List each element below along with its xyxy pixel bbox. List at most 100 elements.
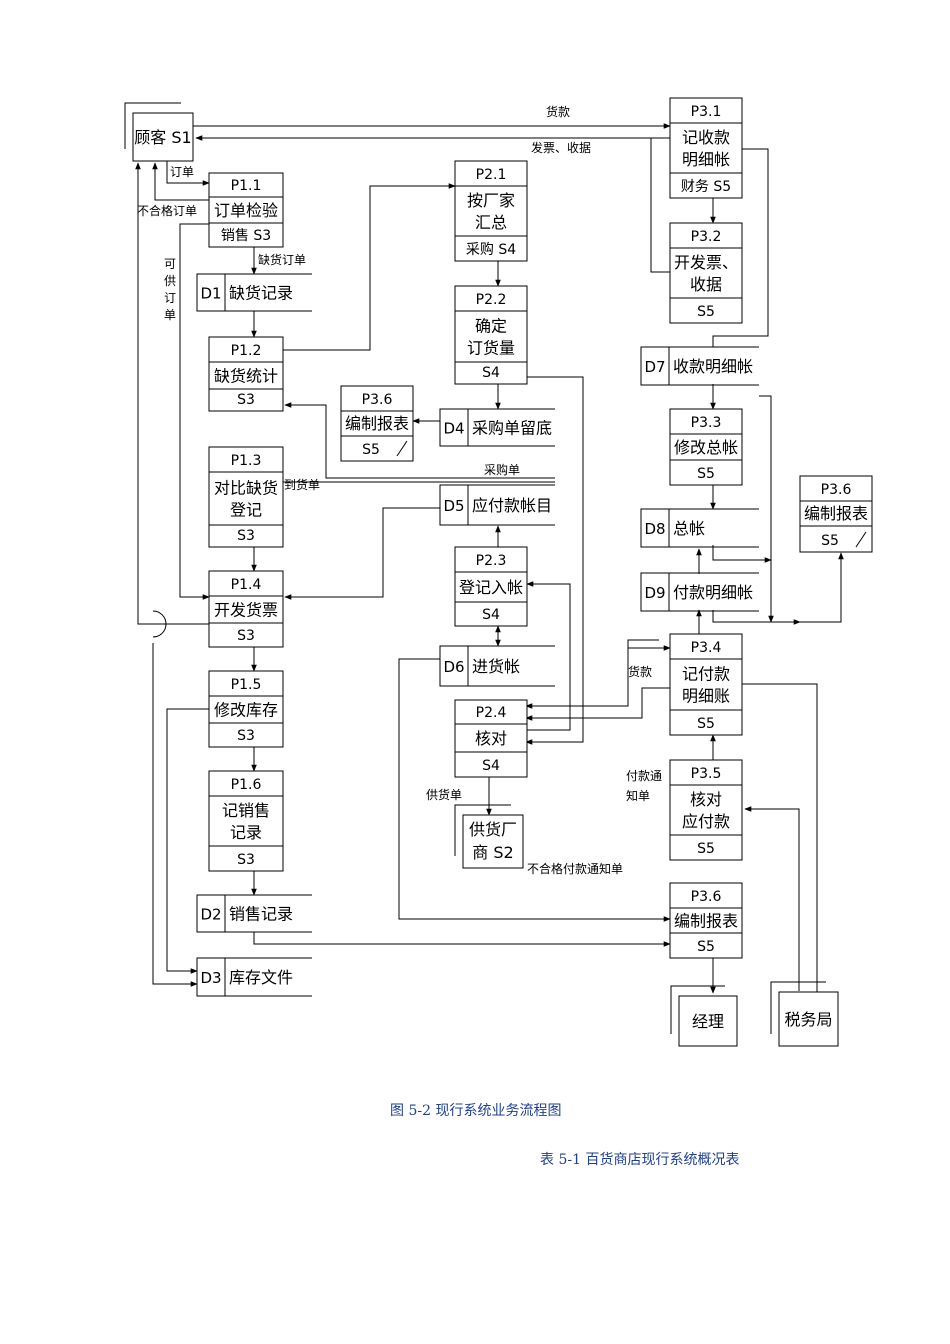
process-owner: S5 [821, 533, 839, 549]
process-name-line: 收据 [690, 275, 722, 294]
process-id: P3.3 [691, 415, 722, 431]
flow-available-orders [179, 223, 210, 600]
process-name-line: 对比缺货 [214, 479, 278, 498]
store-name: 库存文件 [229, 968, 293, 987]
store-outline [196, 957, 312, 997]
flow-order [166, 160, 210, 186]
process-name-line: 编制报表 [345, 414, 409, 433]
label-invoice: 发票、收据 [531, 140, 591, 155]
store-name: 采购单留底 [472, 419, 552, 438]
label-rejected-notice: 不合格付款通知单 [527, 861, 623, 876]
flow-hop [152, 610, 167, 638]
process-box [669, 222, 743, 324]
label-available-4: 单 [164, 308, 176, 322]
process-name-line: 核对 [690, 790, 722, 809]
process-id: P1.3 [231, 453, 262, 469]
flow-labels: 货款 发票、收据 订单 不合格订单 可 供 订 单 缺货订单 到货单 采购单 货… [137, 104, 662, 876]
store-outline [640, 346, 759, 386]
process-id: P3.1 [691, 104, 722, 120]
process-name-line: 记付款 [682, 665, 730, 684]
process-name-line: 确定 [475, 317, 507, 336]
flow-p31-to-d7 [712, 148, 769, 347]
label-payment-mid: 货款 [628, 664, 652, 679]
process-name-line: 记收款 [682, 128, 730, 147]
process-id: P3.6 [362, 392, 393, 408]
store-name: 销售记录 [229, 905, 293, 924]
process-owner: S3 [237, 392, 255, 408]
store-id: D8 [644, 520, 665, 538]
store-name: 应付款帐目 [472, 496, 552, 515]
flow-p22-to-p24 [498, 376, 584, 745]
flow-d7-to-report [759, 395, 774, 623]
store-outline [196, 894, 312, 933]
table-caption: 表 5-1 百货商店现行系统概况表 [540, 1151, 739, 1168]
process-name-line: 记录 [230, 823, 262, 842]
flow-tax-to-p35 [744, 806, 800, 991]
external-shadow [124, 102, 181, 149]
flow-d6-to-p36 [398, 658, 671, 922]
store-outline [439, 408, 555, 447]
process-id: P2.1 [476, 167, 507, 183]
process-box [669, 882, 743, 959]
label-arrival-bill: 到货单 [284, 477, 320, 492]
process-id: P2.3 [476, 553, 507, 569]
store-name: 付款明细帐 [673, 583, 753, 602]
process-owner: S4 [482, 607, 500, 623]
process-owner: S5 [362, 442, 380, 458]
process-owner: S4 [482, 758, 500, 774]
store-id: D4 [443, 420, 464, 438]
process-name-line: 明细帐 [682, 150, 730, 169]
process-id: P1.6 [231, 777, 262, 793]
flow-rejected-order [152, 162, 209, 201]
external-box [778, 991, 839, 1047]
label-supply-bill: 供货单 [426, 787, 462, 802]
label-purchase-order: 采购单 [484, 462, 520, 477]
external-name: 顾客 S1 [134, 128, 191, 147]
process-owner: S3 [237, 852, 255, 868]
store-id: D6 [443, 658, 464, 676]
store-outline [439, 484, 555, 526]
process-box [208, 336, 284, 412]
figure-caption: 图 5-2 现行系统业务流程图 [390, 1103, 561, 1119]
process-owner: 采购 S4 [466, 242, 516, 258]
label-available-2: 供 [164, 274, 176, 288]
store-id: D7 [644, 358, 665, 376]
process-name-line: 开发票、 [674, 253, 738, 272]
process-id: P3.5 [691, 766, 722, 782]
store-id: D9 [644, 584, 665, 602]
external-name: 供货厂 [469, 820, 517, 839]
external-name: 经理 [692, 1012, 724, 1031]
process-box [208, 770, 284, 872]
process-name-line: 记销售 [222, 801, 270, 820]
flow-to-small-report [800, 552, 844, 623]
process-id: P1.2 [231, 343, 262, 359]
process-box [454, 546, 528, 627]
process-owner: 销售 S3 [221, 228, 271, 244]
report-box-1: P3.6 编制报表 S5 [340, 385, 414, 462]
flow-p14-to-d3 [152, 643, 198, 987]
store-id: D2 [200, 906, 221, 924]
process-name-line: 订单检验 [214, 201, 278, 220]
store-name: 缺货记录 [229, 284, 293, 303]
process-box [669, 97, 743, 199]
process-owner: S5 [697, 939, 715, 955]
process-owner: S5 [697, 304, 715, 320]
process-box [208, 172, 284, 248]
process-owner: S5 [697, 716, 715, 732]
store-outline [640, 508, 759, 548]
external-name: 商 S2 [472, 843, 513, 862]
process-name-line: 修改总帐 [674, 438, 738, 457]
process-box [208, 570, 284, 648]
label-available-1: 可 [164, 257, 176, 271]
